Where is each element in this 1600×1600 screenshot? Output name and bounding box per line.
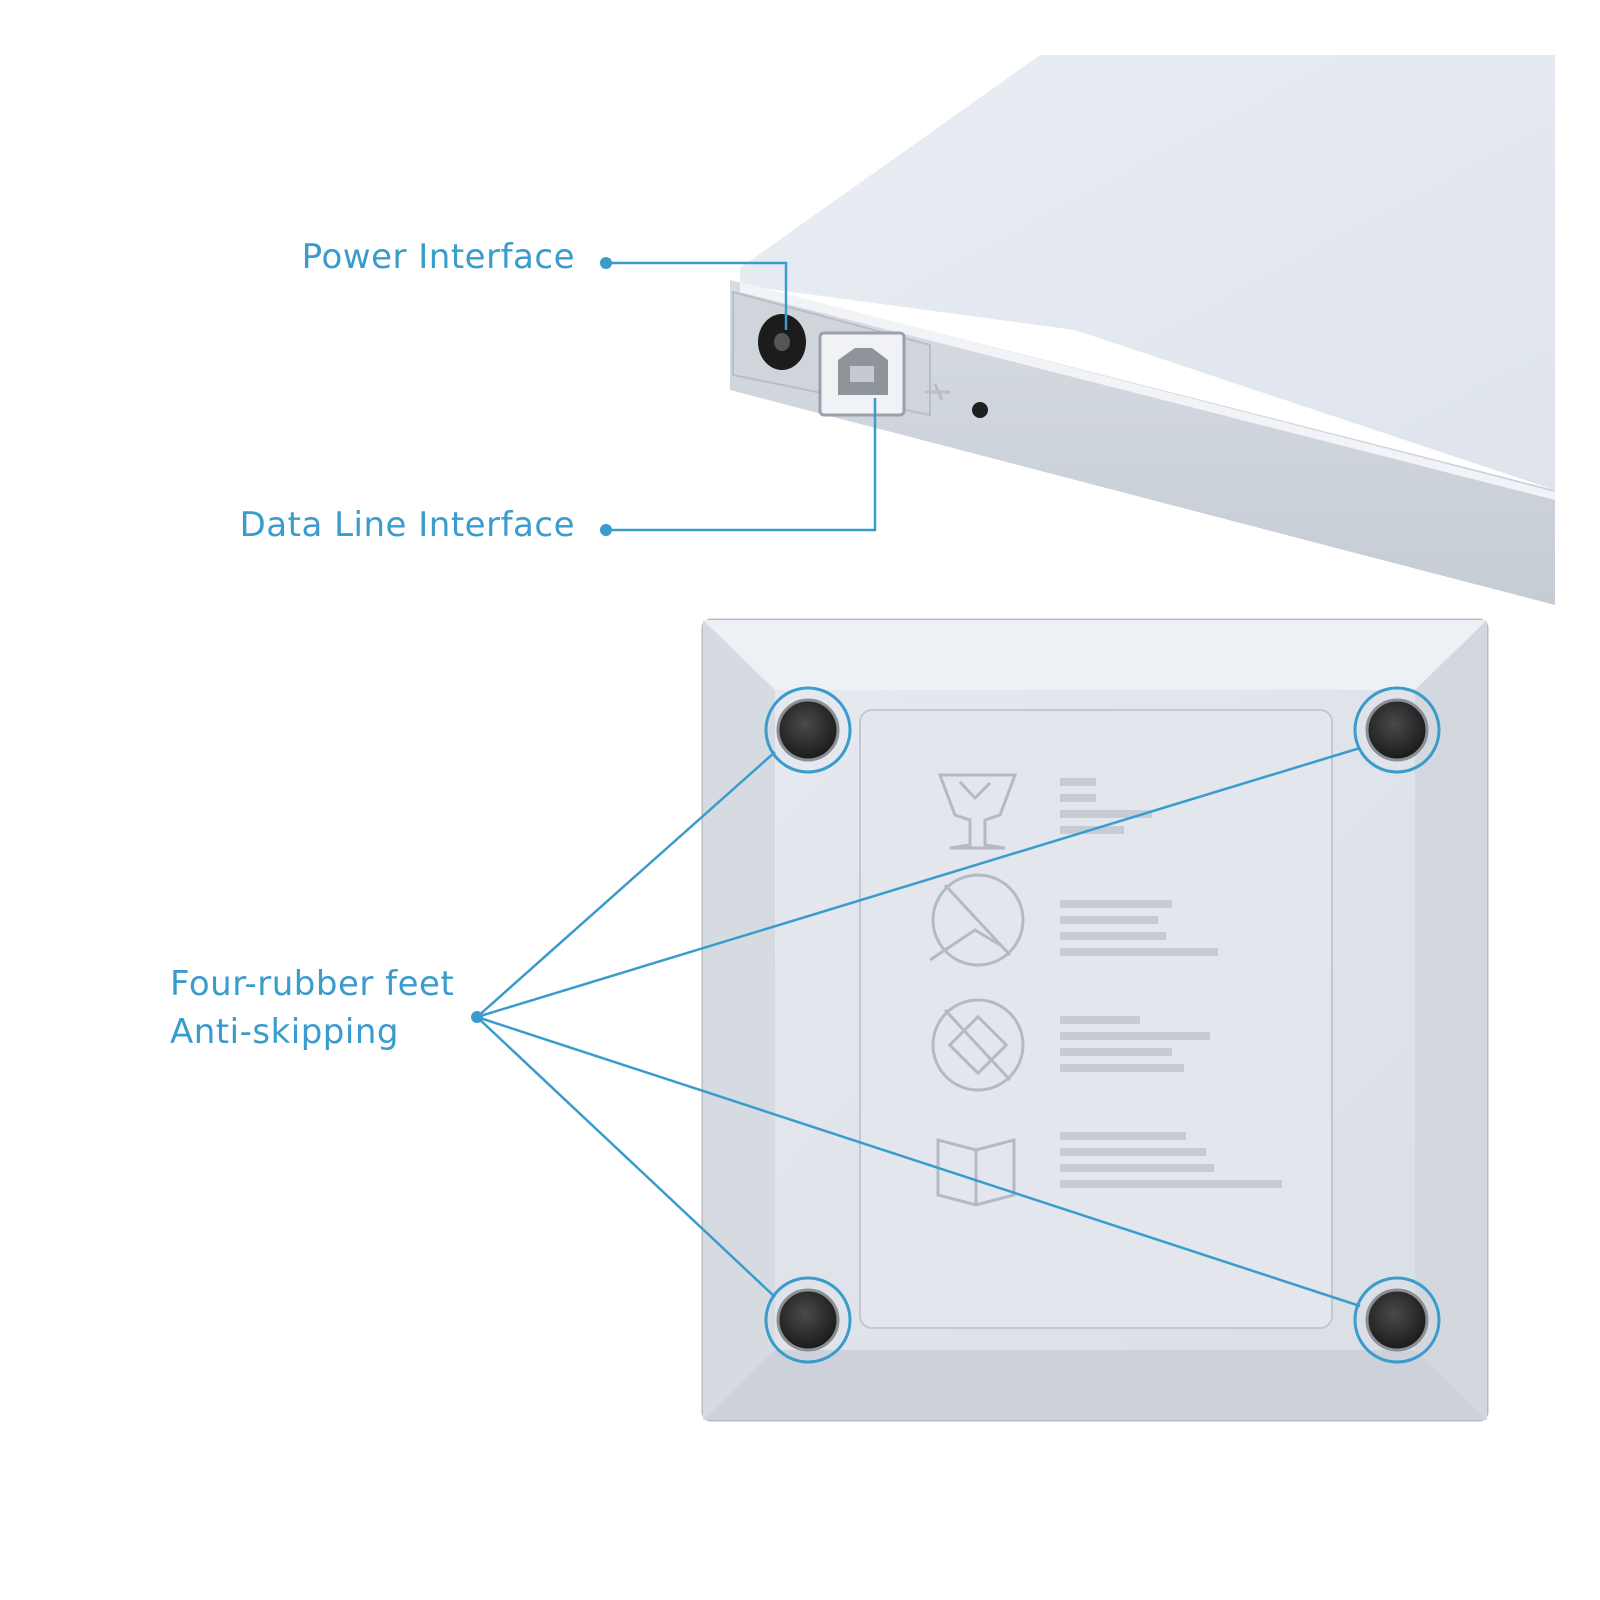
feet-callout-dot bbox=[471, 1011, 483, 1023]
fragile-glass-icon bbox=[937, 773, 1018, 850]
rubber-foot-bottom-right bbox=[1353, 1276, 1441, 1364]
do-not-drop-icon bbox=[931, 998, 1025, 1092]
drive-top-surface bbox=[740, 55, 1555, 490]
rubber-foot-bottom-left bbox=[764, 1276, 852, 1364]
rubber-feet-label-line2: Anti-skipping bbox=[170, 1012, 399, 1052]
read-manual-icon bbox=[936, 1138, 1016, 1207]
power-interface-label: Power Interface bbox=[301, 237, 575, 277]
power-callout-line bbox=[606, 261, 788, 330]
data-callout-line bbox=[606, 398, 877, 532]
power-callout-dot bbox=[600, 257, 612, 269]
rubber-foot-top-right bbox=[1353, 686, 1441, 774]
data-callout-dot bbox=[600, 524, 612, 536]
usb-symbol-icon bbox=[925, 383, 950, 401]
rubber-feet-label: Four-rubber feet Anti-skipping bbox=[170, 960, 454, 1056]
reset-hole bbox=[972, 402, 988, 418]
power-jack bbox=[758, 314, 806, 370]
rubber-foot-top-left bbox=[764, 686, 852, 774]
rubber-feet-label-line1: Four-rubber feet bbox=[170, 964, 455, 1004]
data-line-interface-label: Data Line Interface bbox=[239, 505, 575, 545]
drive-angled-view bbox=[600, 55, 1555, 605]
do-not-push-icon bbox=[929, 873, 1025, 967]
usb-b-port bbox=[818, 331, 906, 417]
drive-side-face bbox=[730, 280, 1555, 605]
feet-callout-lines bbox=[476, 746, 1361, 1308]
drive-bottom-view bbox=[471, 618, 1489, 1422]
